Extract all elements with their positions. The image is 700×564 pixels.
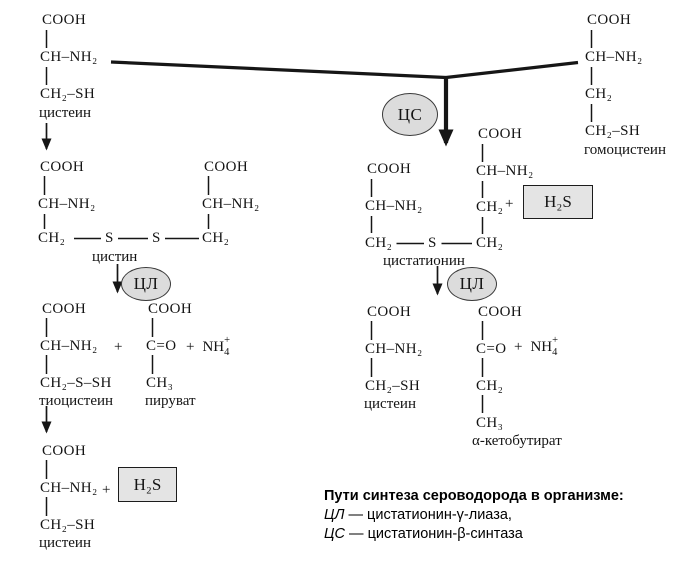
formula-row: CH₂ <box>476 378 504 394</box>
formula-row: COOH <box>42 301 87 317</box>
formula-row: CH–NH₂ <box>40 480 98 496</box>
formula-row: CH–NH₂ <box>202 196 260 212</box>
formula-row: CH₂ <box>476 199 504 215</box>
formula-row: COOH <box>478 126 523 142</box>
formula-row: CH₂ <box>365 235 393 251</box>
legend-entry-text: — цистатионин-β-синтаза <box>345 526 523 542</box>
formula-row: CH₂–SH <box>585 123 641 139</box>
formula-row: C=O <box>476 341 507 357</box>
formula-row: COOH <box>367 161 412 177</box>
h2s-product-box-left: H₂S <box>118 467 177 502</box>
molecule-label: гомоцистеин <box>584 142 666 158</box>
formula-row: CH–NH₂ <box>365 341 423 357</box>
legend-entry: ЦС — цистатионин-β-синтаза <box>324 525 624 544</box>
enzyme-cgl-label: ЦЛ <box>133 274 159 293</box>
branch-line-from-cysteine <box>110 60 447 80</box>
nh4-base: NH <box>530 339 553 355</box>
formula-row: COOH <box>587 12 632 28</box>
branch-line-from-homocysteine <box>445 60 579 80</box>
legend-abbr-cbs: ЦС <box>324 526 346 542</box>
byproduct-ammonium: +NH+4 <box>514 335 560 358</box>
formula-row: CH–NH₂ <box>585 49 643 65</box>
enzyme-cgl-label: ЦЛ <box>459 274 485 293</box>
molecule-label: цистеин <box>39 535 91 551</box>
formula-row: COOH <box>42 443 87 459</box>
legend-entry-text: — цистатионин-γ-лиаза, <box>344 507 512 523</box>
nh4-base: NH <box>202 339 225 355</box>
nh4-superscript: + <box>224 335 231 346</box>
formula-row: COOH <box>42 12 87 28</box>
formula-row: CH₂–SH <box>40 517 96 533</box>
molecule-label: цистин <box>92 249 138 265</box>
sulfur-atom: S <box>428 235 437 251</box>
plus-sign: + <box>505 196 514 212</box>
formula-row: CH–NH₂ <box>40 49 98 65</box>
enzyme-cgl-oval-right: ЦЛ <box>447 267 497 301</box>
byproduct-ammonium: +NH+4 <box>186 335 232 358</box>
legend-entry: ЦЛ — цистатионин-γ-лиаза, <box>324 506 624 525</box>
formula-row: CH–NH₂ <box>365 198 423 214</box>
h2s-label: H₂S <box>544 192 572 211</box>
formula-row: CH₂ <box>585 86 613 102</box>
formula-row: CH–NH₂ <box>476 163 534 179</box>
formula-row: CH₂–S–SH <box>40 375 112 391</box>
molecule-label: цистеин <box>39 105 91 121</box>
formula-row: CH–NH₂ <box>38 196 96 212</box>
molecule-label: пируват <box>145 393 196 409</box>
formula-row: CH–NH₂ <box>40 338 98 354</box>
formula-row: CH₂–SH <box>40 86 96 102</box>
molecule-label: α-кетобутират <box>472 433 562 449</box>
plus-sign: + <box>514 339 523 355</box>
formula-row: COOH <box>204 159 249 175</box>
formula-row: CH₂ <box>202 230 230 246</box>
formula-row: CH₂–SH <box>365 378 421 394</box>
molecule-label: тиоцистеин <box>39 393 114 409</box>
h2s-label: H₂S <box>133 474 162 494</box>
formula-row: COOH <box>148 301 193 317</box>
nh4-ion: NH+4 <box>530 335 560 358</box>
formula-row: CH₃ <box>146 375 174 391</box>
h2s-product-box-right: H₂S <box>523 185 593 219</box>
formula-row: CH₂ <box>38 230 66 246</box>
nh4-charge-stack: +4 <box>552 335 560 358</box>
plus-sign: + <box>102 482 111 498</box>
nh4-superscript: + <box>552 335 559 346</box>
formula-row: CH₃ <box>476 415 504 431</box>
plus-sign: + <box>186 339 195 355</box>
enzyme-cbs-label: ЦС <box>397 104 423 124</box>
nh4-ion: NH+4 <box>202 335 232 358</box>
formula-row: COOH <box>478 304 523 320</box>
legend: Пути синтеза сероводорода в организме: Ц… <box>324 487 624 544</box>
nh4-charge-stack: +4 <box>224 335 232 358</box>
formula-row: C=O <box>146 338 177 354</box>
molecule-label: цистатионин <box>383 253 465 269</box>
molecule-label: цистеин <box>364 396 416 412</box>
plus-sign: + <box>114 339 123 355</box>
legend-title: Пути синтеза сероводорода в организме: <box>324 488 624 504</box>
sulfur-atom: S <box>152 230 161 246</box>
enzyme-cbs-oval: ЦС <box>382 93 438 136</box>
formula-row: CH₂ <box>476 235 504 251</box>
sulfur-atom: S <box>105 230 114 246</box>
enzyme-cgl-oval-left: ЦЛ <box>121 267 171 301</box>
formula-row: COOH <box>367 304 412 320</box>
legend-abbr-cgl: ЦЛ <box>324 507 345 523</box>
formula-row: COOH <box>40 159 85 175</box>
nh4-subscript: 4 <box>224 347 230 358</box>
nh4-subscript: 4 <box>552 347 558 358</box>
